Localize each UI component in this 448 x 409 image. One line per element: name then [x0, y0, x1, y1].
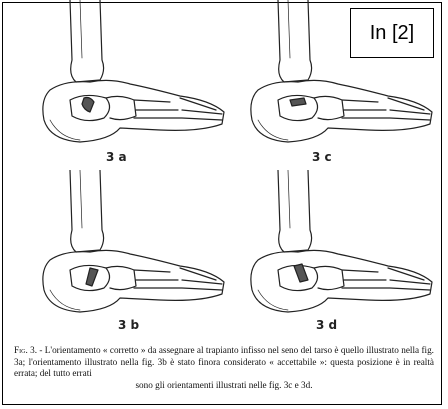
reference-badge: In [2] — [350, 8, 434, 58]
panel-3a: 3 a — [10, 0, 230, 170]
caption-lead: Fig. 3. — [14, 345, 37, 355]
panel-label-3d: 3 d — [316, 318, 337, 332]
foot-drawing-3d — [228, 170, 448, 340]
panel-3b: 3 b — [10, 170, 230, 340]
panel-label-3b: 3 b — [118, 318, 139, 332]
figure-caption: Fig. 3. - L'orientamento « corretto » da… — [14, 345, 434, 391]
caption-body: - L'orientamento « corretto » da assegna… — [14, 345, 434, 378]
caption-tail: sono gli orientamenti illustrati nelle f… — [14, 380, 434, 392]
reference-badge-text: In [2] — [370, 22, 414, 45]
panel-3d: 3 d — [228, 170, 448, 340]
panel-label-3c: 3 c — [312, 150, 332, 164]
foot-drawing-3b — [10, 170, 230, 340]
foot-drawing-3a — [10, 0, 230, 170]
panel-label-3a: 3 a — [106, 150, 127, 164]
